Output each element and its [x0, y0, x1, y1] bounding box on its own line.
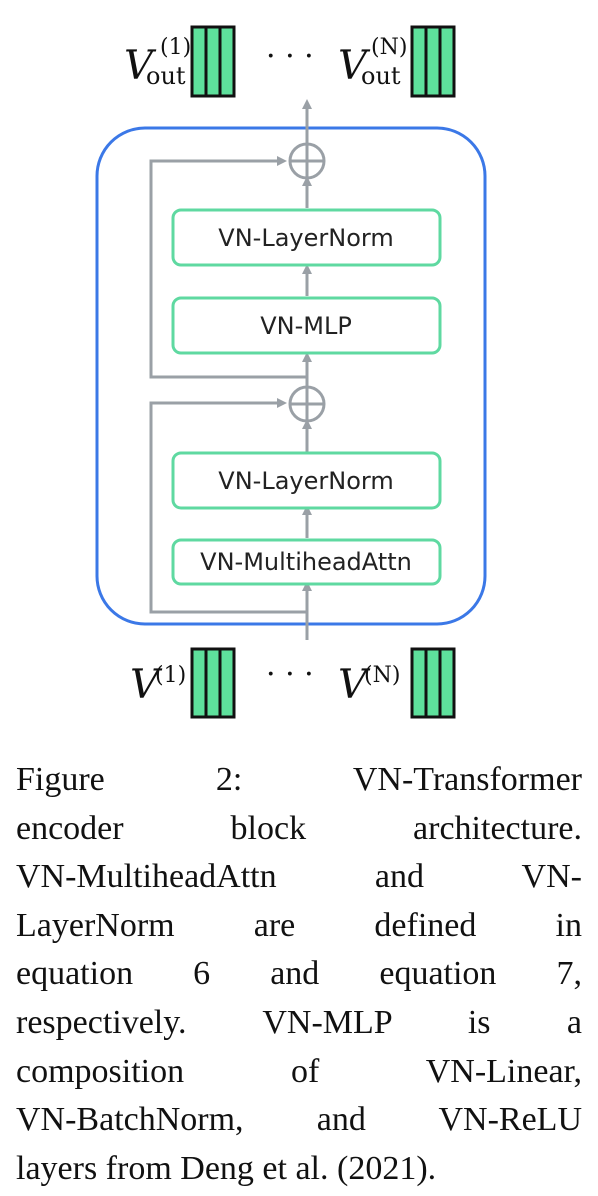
vn-layernorm-top-block: VN-LayerNorm	[171, 208, 442, 267]
caption-line: layers from Deng et al. (2021).	[16, 1149, 437, 1187]
svg-text:out: out	[146, 62, 186, 90]
caption-line: VN-BatchNorm, and VN-ReLU	[16, 1101, 582, 1139]
svg-text:VN-LayerNorm: VN-LayerNorm	[218, 467, 393, 495]
token-vector-icon	[410, 647, 456, 719]
svg-text:V: V	[130, 662, 163, 708]
vn-layernorm-bottom-block: VN-LayerNorm	[171, 451, 442, 510]
vn-multiheadattn-block: VN-MultiheadAttn	[171, 538, 442, 586]
svg-text:VN-MultiheadAttn: VN-MultiheadAttn	[200, 548, 412, 576]
caption-line: VN-MultiheadAttn and VN-	[16, 858, 582, 896]
vn-mlp-block: VN-MLP	[171, 296, 442, 355]
svg-text:V: V	[338, 662, 371, 708]
skip-connection-upper	[149, 156, 307, 379]
svg-text:(1): (1)	[155, 663, 186, 688]
output-ellipsis: · · ·	[266, 39, 314, 74]
caption-line: encoder block architecture.	[16, 809, 582, 847]
encoder-block-frame	[95, 126, 487, 626]
skip-connection-lower	[149, 398, 307, 614]
token-vector-icon	[190, 25, 236, 98]
svg-text:(1): (1)	[160, 35, 191, 60]
add-icon	[288, 142, 326, 180]
token-vector-icon	[190, 647, 236, 719]
caption-line: LayerNorm are defined in	[16, 906, 582, 944]
caption-line: equation 6 and equation 7,	[16, 955, 582, 993]
add-icon	[288, 385, 326, 423]
output-token-n: V out (N)	[338, 25, 456, 98]
input-token-1: V (1)	[130, 647, 236, 719]
input-ellipsis: · · ·	[266, 657, 314, 692]
architecture-diagram: V out (1) · · · V out (N)	[95, 25, 487, 719]
caption-line: Figure 2: VN-Transformer	[16, 761, 582, 798]
caption-line: respectively. VN-MLP is a	[16, 1003, 582, 1041]
token-vector-icon	[410, 25, 456, 98]
svg-text:VN-MLP: VN-MLP	[260, 312, 352, 340]
svg-text:(N): (N)	[371, 35, 407, 60]
svg-text:VN-LayerNorm: VN-LayerNorm	[218, 224, 393, 252]
svg-text:out: out	[361, 62, 401, 90]
svg-text:V: V	[124, 43, 157, 89]
svg-text:V: V	[338, 43, 371, 89]
figure-caption: Figure 2: VN-Transformer encoder block a…	[16, 756, 582, 1193]
svg-text:(N): (N)	[364, 663, 400, 688]
caption-line: composition of VN-Linear,	[16, 1052, 582, 1090]
output-token-1: V out (1)	[124, 25, 236, 98]
input-token-n: V (N)	[338, 647, 456, 719]
